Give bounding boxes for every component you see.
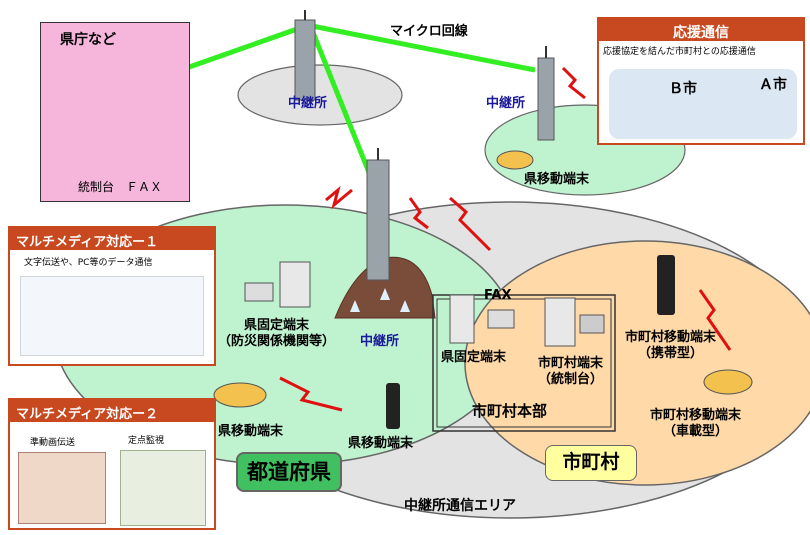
pref-mobile-terminal-car-label: 県移動端末	[218, 424, 284, 439]
tree-icon	[400, 300, 410, 312]
fax-label: FAX	[484, 288, 512, 303]
city-b-label: Ｂ市	[669, 81, 697, 97]
fixed-terminal-equipment	[244, 261, 605, 347]
top-relay-ellipse	[237, 64, 403, 126]
tree-icon	[380, 288, 390, 300]
pref-mobile-terminal-right-label: 県移動端末	[524, 172, 590, 187]
multimedia-2-panel: マルチメディア対応ー２ 準動画伝送 定点監視	[8, 398, 216, 530]
vehicle-icon	[213, 150, 753, 408]
multimedia-1-illustration	[20, 276, 204, 356]
tower-icon	[366, 148, 390, 281]
municipal-hq-box	[432, 294, 616, 432]
relay-station-right-label: 中継所	[486, 96, 526, 111]
municipal-mobile-vehicle-label: 市町村移動端末 （車載型）	[650, 408, 742, 439]
city-a-label: Ａ市	[759, 77, 787, 93]
support-communication-panel: 応援通信 応援協定を結んだ市町村との応援通信 Ｂ市 Ａ市	[597, 17, 805, 145]
multimedia-1-panel: マルチメディア対応ー１ 文字伝送や、PC等のデータ通信	[8, 226, 216, 366]
multimedia-1-description: 文字伝送や、PC等のデータ通信	[24, 258, 153, 268]
municipality-area-badge: 市町村	[545, 445, 637, 481]
multimedia-2-monitoring-illustration	[120, 450, 206, 526]
prefecture-area-badge: 都道府県	[236, 452, 342, 492]
multimedia-1-title: マルチメディア対応ー１	[10, 228, 214, 250]
multimedia-2-monitoring-label: 定点監視	[128, 436, 165, 446]
municipal-hq-inner-box	[436, 298, 612, 428]
radio-signal-icons	[279, 66, 732, 412]
municipal-zone-shape	[464, 240, 810, 486]
municipal-terminal-label: 市町村端末 （統制台）	[538, 356, 604, 387]
control-console-fax-label: 統制台 ＦＡＸ	[78, 180, 163, 194]
microwave-line-label: マイクロ回線	[390, 24, 468, 39]
tower-icon	[537, 46, 555, 141]
relay-station-center-label: 中継所	[360, 334, 400, 349]
relay-coverage-area-label: 中継所通信エリア	[404, 498, 516, 514]
pref-fixed-terminal-disaster-label: 県固定端末 （防災関係機関等）	[218, 318, 336, 349]
municipal-mobile-portable-label: 市町村移動端末 （携帯型）	[625, 330, 717, 361]
multimedia-2-video-illustration	[18, 452, 106, 524]
pref-mobile-terminal-handheld-label: 県移動端末	[348, 436, 414, 451]
pref-fixed-terminal-label: 県固定端末	[441, 350, 507, 365]
support-panel-title: 応援通信	[599, 19, 803, 41]
prefecture-office-label: 県庁など	[60, 32, 116, 48]
municipal-hq-label: 市町村本部	[472, 402, 548, 420]
tree-icon	[350, 300, 360, 312]
relay-station-top-label: 中継所	[288, 96, 328, 111]
support-illustration	[609, 69, 797, 139]
prefecture-office-panel	[40, 22, 190, 202]
tower-icon	[294, 10, 316, 101]
multimedia-2-video-label: 準動画伝送	[30, 438, 76, 448]
multimedia-2-title: マルチメディア対応ー２	[10, 400, 214, 422]
support-panel-description: 応援協定を結んだ市町村との応援通信	[603, 47, 756, 57]
handheld-radio-icon	[386, 255, 675, 429]
